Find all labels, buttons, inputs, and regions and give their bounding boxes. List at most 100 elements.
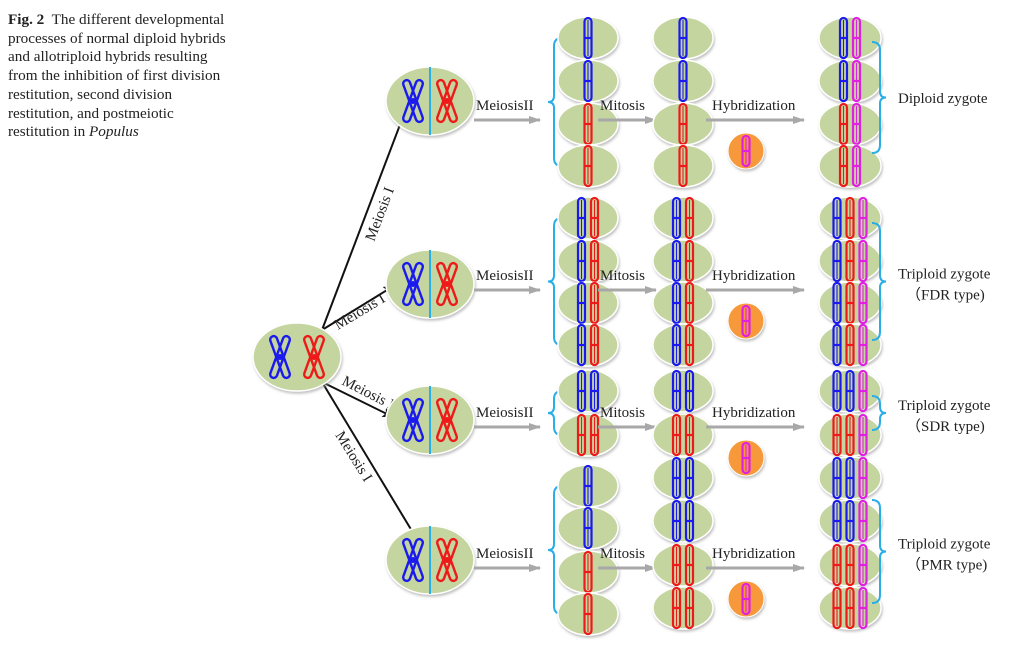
mitosis-cell-sdr-0 [652,369,714,413]
chromatid [435,261,459,307]
meiosis2-label-normal: MeiosisII [476,98,534,114]
meiosis2-cell-fdr-0 [557,196,619,240]
meiosis1-label-pmr: Meiosis I [332,429,375,485]
cell-body [652,413,714,457]
centromere [444,557,450,563]
metaphase-cell-normal [385,66,475,136]
cell-body [652,499,714,543]
centromere [410,417,416,423]
centromere [277,354,283,360]
mitosis-cell-pmr-0 [652,456,714,500]
zygote-cell-fdr-3 [818,323,882,367]
result-label-pmr: Triploid zygote [898,537,991,553]
cell-body [252,322,342,392]
cell-body [818,59,882,103]
meiosis1-label-fdr: Meiosis I [332,291,388,334]
mitosis-cell-pmr-3 [652,586,714,630]
chromosome-arm [435,397,459,443]
arrow-to-pmr [321,381,420,543]
chromatid [401,78,425,124]
mitosis-label-fdr: Mitosis [600,268,645,284]
result-label-fdr: Triploid zygote [898,267,991,283]
chromatid [435,397,459,443]
centromere [444,98,450,104]
chromosome-arm [268,334,292,380]
hybridization-label-fdr: Hybridization [712,268,796,284]
parent-cell [252,322,342,392]
cell-body [652,323,714,367]
meiosis2-cell-normal-0 [557,16,619,60]
mitosis-cell-pmr-2 [652,543,714,587]
mitosis-cell-normal-2 [652,102,714,146]
chromatid [401,537,425,583]
mitosis-cell-normal-3 [652,144,714,188]
meiosis2-label-sdr: MeiosisII [476,405,534,421]
cell-body [818,102,882,146]
cell-body [652,239,714,283]
zygote-cell-sdr-0 [818,369,882,413]
meiosis2-label-pmr: MeiosisII [476,546,534,562]
cell-body [652,369,714,413]
meiosis2-cell-fdr-3 [557,323,619,367]
mitosis-cell-normal-0 [652,16,714,60]
centromere [311,354,317,360]
mitosis-label-normal: Mitosis [600,98,645,114]
meiosis2-label-fdr: MeiosisII [476,268,534,284]
pollen-fdr [727,302,765,340]
meiosis2-cell-pmr-1 [557,506,619,550]
figure-caption: Fig. 2 The different developmental proce… [8,11,236,142]
metaphase-cell-fdr [385,249,475,319]
zygote-cell-normal-3 [818,144,882,188]
result-type-sdr: （SDR type) [906,418,985,435]
meiosis2-cell-fdr-1 [557,239,619,283]
meiosis2-cell-normal-3 [557,144,619,188]
centromere [444,281,450,287]
zygote-cell-pmr-1 [818,499,882,543]
cell-body [652,543,714,587]
zygote-cell-normal-2 [818,102,882,146]
zygote-cell-pmr-0 [818,456,882,500]
centromere [444,417,450,423]
result-type-fdr: （FDR type) [906,287,985,304]
metaphase-cell-sdr [385,385,475,455]
caption-text: The different developmental processes of… [8,11,226,141]
pollen-normal [727,132,765,170]
arrow-to-sdr [321,381,393,417]
chromosome-arm [401,397,425,443]
metaphase-cell-pmr [385,525,475,595]
cell-body [652,196,714,240]
mitosis-cell-fdr-0 [652,196,714,240]
meiosis2-brace-fdr [547,217,563,346]
cell-body [652,281,714,325]
mitosis-cell-fdr-1 [652,239,714,283]
centromere [410,98,416,104]
hybridization-label-normal: Hybridization [712,98,796,114]
mitosis-label-sdr: Mitosis [600,405,645,421]
meiosis2-brace-normal [547,37,563,167]
cell-body [557,196,619,240]
mitosis-cell-fdr-3 [652,323,714,367]
result-label-normal: Diploid zygote [898,91,988,107]
meiosis2-cell-pmr-3 [557,592,619,636]
chromatid [435,537,459,583]
zygote-cell-fdr-0 [818,196,882,240]
cell-body [652,456,714,500]
chromatid [302,334,326,380]
pollen-sdr [727,439,765,477]
figure-label: Fig. 2 [8,11,45,28]
result-label-sdr: Triploid zygote [898,398,991,414]
zygote-brace-normal [871,41,887,154]
chromosome-arm [435,78,459,124]
meiosis2-cell-normal-1 [557,59,619,103]
meiosis2-brace-sdr [547,390,563,436]
caption-species: Populus [89,123,139,141]
cell-body [818,16,882,60]
meiosis2-cell-pmr-2 [557,550,619,594]
chromatid [401,397,425,443]
meiosis2-brace-pmr [547,485,563,615]
hybridization-label-sdr: Hybridization [712,405,796,421]
centromere [410,281,416,287]
zygote-cell-sdr-1 [818,413,882,457]
